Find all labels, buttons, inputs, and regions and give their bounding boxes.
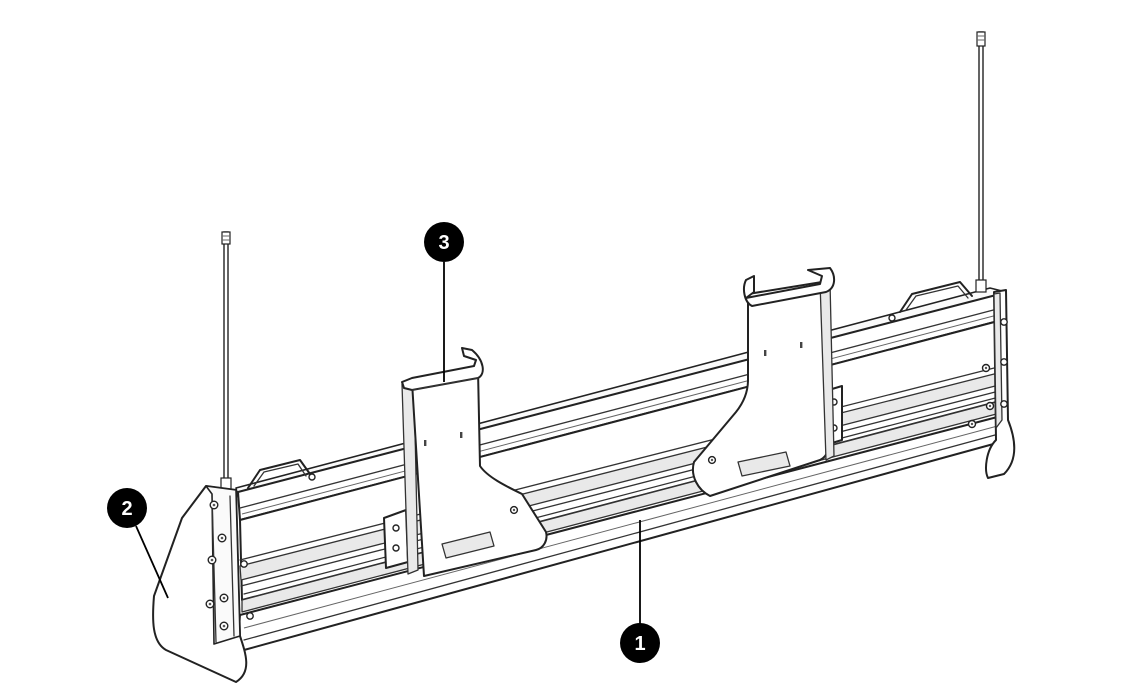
callout-1-label: 1 [634,633,645,655]
guide-rod-right [975,31,987,293]
callout-3: 3 [424,222,464,262]
guide-rod-left [220,231,232,491]
main-beam-frame [235,287,1009,651]
callout-2-label: 2 [121,498,132,520]
callout-2: 2 [107,488,147,528]
lift-handle-left [247,459,316,489]
end-plate-right [967,289,1016,479]
end-plate-left [152,485,254,683]
mounting-bracket-right [692,267,843,497]
mounting-bracket-left [383,347,548,577]
callout-3-label: 3 [438,232,449,254]
leader-line-2 [135,525,169,599]
lift-handle-right [888,281,973,322]
callout-1: 1 [620,623,660,663]
